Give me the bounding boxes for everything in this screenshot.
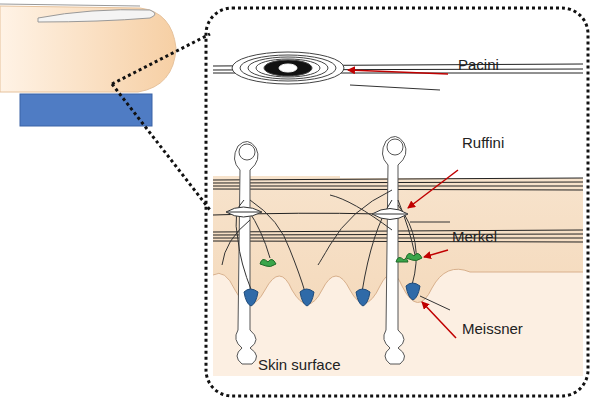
nerve-fibers bbox=[234, 136, 406, 364]
zoom-callout bbox=[112, 8, 588, 396]
receptor-label: Ruffini bbox=[462, 134, 504, 152]
merkel-disc bbox=[260, 253, 422, 266]
leader-arrows bbox=[348, 70, 458, 338]
pacini-corpuscle bbox=[232, 52, 344, 84]
receptor-label: Pacini bbox=[458, 56, 499, 74]
leader-lines bbox=[350, 85, 450, 310]
layer-label: Skin surface bbox=[258, 356, 341, 374]
fingertip bbox=[0, 4, 176, 92]
receptor-label: Meissner bbox=[462, 320, 523, 338]
ruffini-ending bbox=[226, 207, 408, 220]
nerve-branches bbox=[222, 190, 416, 292]
receptor-label: Merkel bbox=[452, 228, 497, 246]
meissner-corpuscle bbox=[244, 283, 420, 306]
